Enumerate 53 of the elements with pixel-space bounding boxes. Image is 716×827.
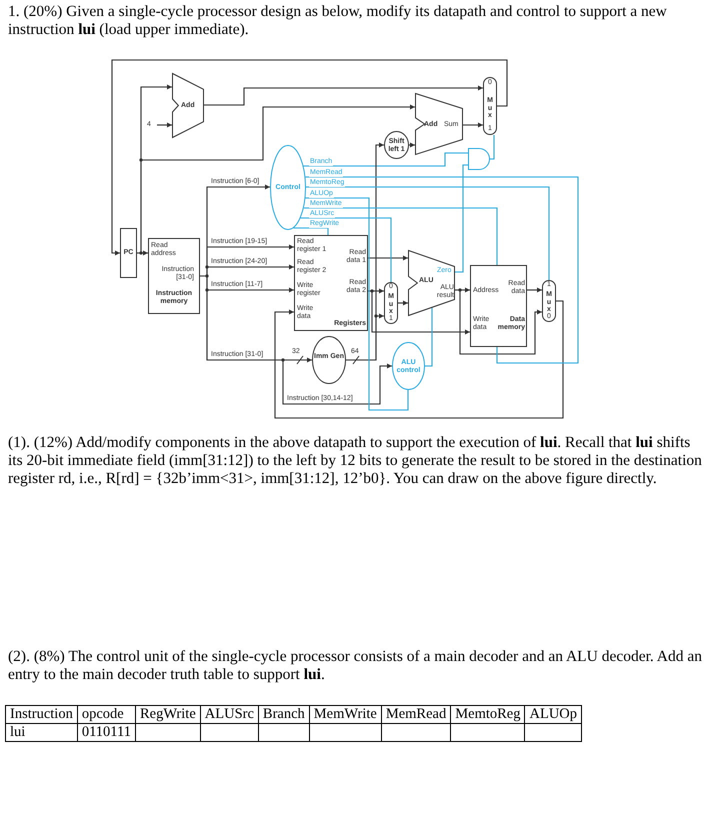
arrow — [463, 122, 483, 128]
memory-block — [148, 238, 200, 314]
shifter — [384, 131, 409, 159]
signal-line — [425, 308, 433, 367]
arrow — [200, 275, 392, 405]
signal-line — [294, 227, 329, 235]
arrow — [368, 256, 408, 260]
question-text: 1. (20%) Given a single-cycle processor design as below, modify its datapath and control to support a new instruction lui (load upper immediate). — [8, 3, 668, 39]
arrow — [346, 314, 384, 361]
memory-block — [470, 265, 527, 347]
arrow — [527, 288, 542, 292]
arrow — [368, 290, 470, 334]
register-file — [294, 235, 368, 331]
table-cell: Branch — [258, 706, 310, 724]
question-text: (1). (12%) Add/modify components in the above datapath to support the execution of lui. Recall that lui shifts its 20-bit immediate field (imm[31:12]) to the left by 12 bits to generate the result to be stored in the destination register rd, i.e., R[rd] = {32b’imm<31>, imm[31:12], 12’b0}. You can draw on the above figure directly. — [8, 434, 703, 488]
arrow — [111, 59, 508, 256]
and-gate — [468, 148, 490, 170]
arrow — [157, 122, 172, 128]
signal-line — [305, 197, 409, 411]
table-cell: MemtoReg — [450, 706, 525, 724]
arrow — [409, 142, 415, 148]
multiplexer — [483, 77, 497, 135]
adder — [415, 93, 463, 155]
table-cell: 0110111 — [77, 724, 136, 742]
table-cell: MemRead — [381, 706, 451, 724]
signal-line — [305, 176, 579, 364]
table-cell: ALUSrc — [200, 706, 258, 724]
table-cell: RegWrite — [135, 706, 200, 724]
table-cell: ALUOp — [524, 706, 582, 724]
arrow — [398, 300, 408, 306]
immediate-generator — [312, 336, 346, 384]
table-cell: Instruction — [6, 706, 78, 724]
signal-line — [300, 217, 392, 282]
table-cell: opcode — [77, 706, 136, 724]
arrow — [274, 300, 564, 419]
table-cell: MemWrite — [309, 706, 382, 724]
arrow — [455, 289, 542, 355]
arrow — [204, 86, 483, 106]
multiplexer — [542, 280, 556, 322]
adder — [172, 73, 204, 138]
signal-line — [455, 164, 468, 273]
table-cell: lui — [6, 724, 78, 742]
arrow — [137, 250, 148, 256]
signal-line — [304, 207, 498, 265]
control-unit — [270, 145, 306, 230]
signal-line — [490, 135, 495, 160]
signal-line — [306, 186, 550, 280]
register-block — [120, 228, 137, 278]
alu — [408, 250, 455, 316]
signal-line — [304, 152, 468, 167]
multiplexer — [384, 282, 398, 324]
question-text: (2). (8%) The control unit of the single-cycle processor consists of a main decoder and an ALU decoder. Add an entry to the main decoder truth table to support lui. — [8, 648, 703, 684]
alu-control-unit — [392, 342, 425, 390]
